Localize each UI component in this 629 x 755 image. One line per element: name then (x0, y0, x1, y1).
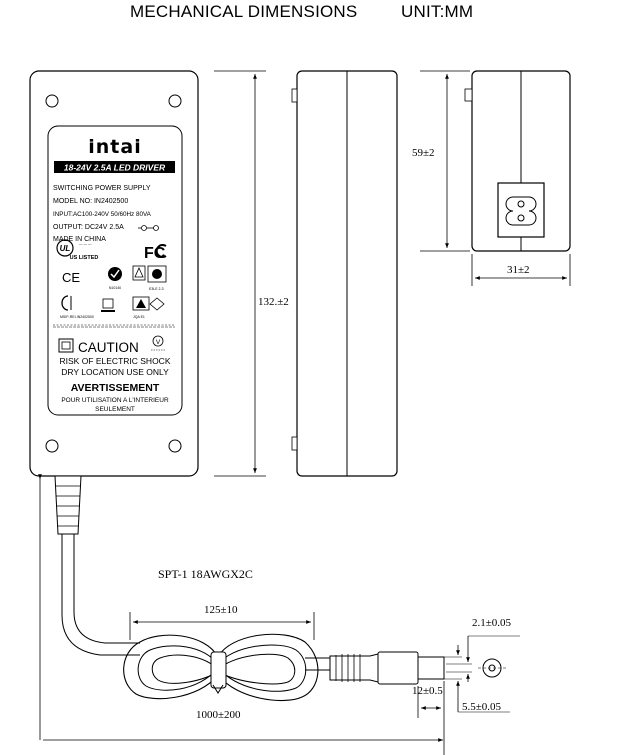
vendor-text-line (53, 324, 175, 328)
strain-relief (54, 475, 82, 535)
cable-length-value: 1000±200 (196, 709, 241, 721)
fcc-logo: FC (144, 244, 167, 262)
product-banner: 18-24V 2.5A LED DRIVER (64, 163, 166, 173)
mount-hole-top-right (168, 94, 182, 108)
end-view (464, 70, 571, 252)
polarity-symbol (138, 225, 159, 231)
front-view: intai 18-24V 2.5A LED DRIVER SWITCHING P… (29, 70, 199, 477)
volt-icon: V (151, 335, 166, 351)
label-line-5: MADE IN CHINA (53, 236, 106, 243)
warning-line-2: DRY LOCATION USE ONLY (61, 367, 169, 377)
safety-marks-icon: E3LE 2-3 (132, 265, 167, 291)
svg-text:V: V (156, 339, 161, 346)
ul-listed-text: US LISTED (70, 255, 99, 261)
cable-type-label: SPT-1 18AWGX2C (158, 567, 253, 581)
height-value: 59±2 (412, 147, 435, 159)
coil-length-value: 125±10 (204, 604, 238, 616)
ce-mark-icon: CE (62, 270, 80, 285)
width-dimension: 31±2 (471, 254, 571, 286)
avertissement-heading: AVERTISSEMENT (71, 382, 160, 394)
svg-text:— — —: — — — (79, 242, 92, 246)
caution-heading: CAUTION (78, 340, 139, 355)
diagram-title: MECHANICAL DIMENSIONS (130, 2, 358, 21)
cable-tie (210, 651, 227, 689)
plug-length-dimension: 12±0.5 (412, 681, 445, 755)
cable-assembly (54, 475, 506, 702)
svg-text:N10140: N10140 (109, 286, 121, 290)
mount-hole-bottom-left (45, 439, 59, 453)
length-dimension: 132.±2 (214, 70, 289, 477)
inner-diameter-dimension: 2.1±0.05 (446, 617, 520, 682)
outer-diameter-value: 5.5±0.05 (462, 701, 502, 713)
coil-dimension: 125±10 (129, 604, 315, 640)
brand-logo: intai (88, 136, 141, 158)
c8-inlet-icon (505, 196, 537, 226)
label-line-1: SWITCHING POWER SUPPLY (53, 185, 151, 192)
dc-plug-barrel (417, 656, 445, 680)
inner-diameter-value: 2.1±0.05 (472, 617, 512, 629)
label-line-3: INPUT:AC100-240V 50/60Hz 80VA (53, 211, 152, 218)
height-dimension: 59±2 (412, 70, 470, 252)
french-warning-line-1: POUR UTILISATION A L'INTERIEUR (61, 397, 169, 404)
disposal-icon (101, 298, 115, 312)
mount-hole-bottom-right (168, 439, 182, 453)
french-warning-line-2: SEULEMENT (95, 406, 135, 413)
side-view (291, 70, 398, 477)
kc-mark-icon: MSIP-REI-IN2402500 (60, 295, 94, 319)
svg-text:FC: FC (144, 245, 166, 262)
unit-label: UNIT:MM (401, 2, 474, 21)
svg-text:UL: UL (60, 244, 71, 253)
outer-diameter-dimension: 5.5±0.05 (444, 645, 510, 713)
svg-text:E3LE 2-3: E3LE 2-3 (149, 287, 164, 291)
cable-length-dimension (38, 474, 443, 742)
width-value: 31±2 (507, 264, 530, 276)
warning-line-1: RISK OF ELECTRIC SHOCK (60, 356, 171, 366)
svg-text:JQA E1: JQA E1 (133, 315, 145, 319)
label-line-4: OUTPUT: DC24V 2.5A (53, 224, 124, 231)
c-tick-icon: N10140 (108, 267, 122, 290)
triangle-marks-icon: JQA E1 (132, 296, 165, 319)
dc-plug-body (377, 651, 419, 685)
product-banner-bg (54, 161, 175, 173)
length-value: 132.±2 (258, 296, 289, 308)
double-insulation-icon (58, 338, 74, 353)
label-line-2: MODEL NO: IN2402500 (53, 198, 128, 205)
mount-hole-top-left (45, 94, 59, 108)
plug-length-value: 12±0.5 (412, 685, 443, 697)
svg-text:MSIP-REI-IN2402500: MSIP-REI-IN2402500 (60, 315, 94, 319)
ul-listed-logo: UL US LISTED — — — (56, 239, 99, 261)
